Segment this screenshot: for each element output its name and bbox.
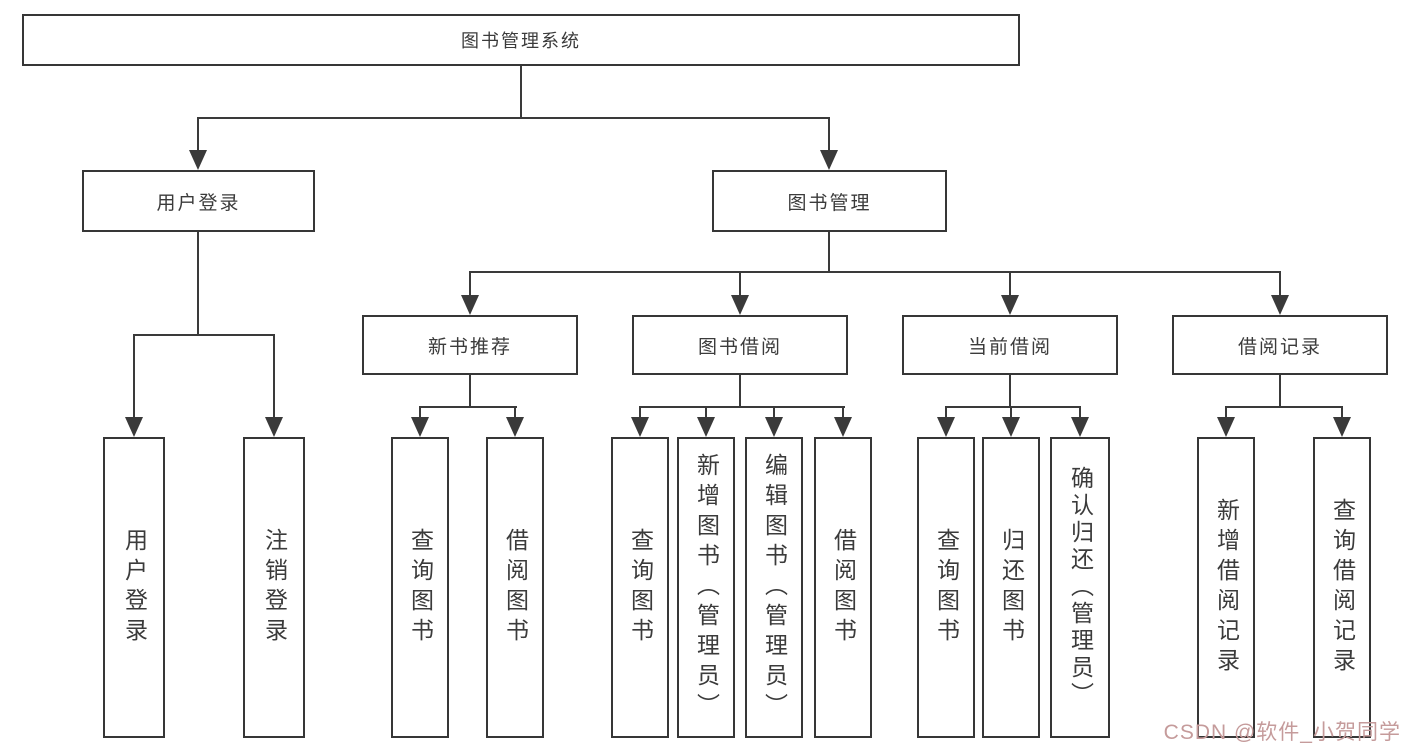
connector-line xyxy=(197,118,199,152)
node-leaf-query-books-3: 查询图书 xyxy=(917,437,975,738)
connector-line xyxy=(469,271,1281,273)
node-label: 查询图书 xyxy=(627,527,654,648)
node-label: 新书推荐 xyxy=(427,336,512,358)
connector-line xyxy=(1279,272,1281,298)
node-leaf-add-borrow-record: 新增借阅记录 xyxy=(1197,437,1255,738)
connector-line xyxy=(739,375,741,408)
arrow-down-icon xyxy=(265,417,283,437)
arrow-down-icon xyxy=(411,417,429,437)
node-section-borrow-records: 借阅记录 xyxy=(1172,315,1388,375)
arrow-down-icon xyxy=(125,417,143,437)
node-leaf-borrow-books-1: 借阅图书 xyxy=(486,437,544,738)
node-leaf-user-login: 用户登录 xyxy=(103,437,165,738)
arrow-down-icon xyxy=(1071,417,1089,437)
connector-line xyxy=(520,66,522,118)
connector-line xyxy=(1010,407,1012,420)
connector-line xyxy=(419,406,517,408)
csdn-watermark: CSDN @软件_小贺同学 xyxy=(1163,721,1401,744)
node-branch-user-login: 用户登录 xyxy=(82,170,315,232)
connector-line xyxy=(514,407,516,420)
node-label: 编辑图书（管理员） xyxy=(761,452,788,723)
connector-line xyxy=(639,407,641,420)
arrow-down-icon xyxy=(937,417,955,437)
connector-line xyxy=(705,407,707,420)
arrow-down-icon xyxy=(820,150,838,170)
node-label: 归还图书 xyxy=(998,527,1025,648)
node-label: 查询借阅记录 xyxy=(1329,497,1356,678)
connector-line xyxy=(1225,406,1343,408)
node-label: 用户登录 xyxy=(121,527,148,648)
node-label: 查询图书 xyxy=(933,527,960,648)
node-label: 新增借阅记录 xyxy=(1213,497,1240,678)
node-section-current-borrow: 当前借阅 xyxy=(902,315,1118,375)
node-label: 图书管理 xyxy=(787,192,872,214)
connector-line xyxy=(945,406,1081,408)
node-leaf-confirm-return-admin: 确认归还（管理员） xyxy=(1050,437,1110,738)
node-label: 确认归还（管理员） xyxy=(1067,466,1094,709)
node-label: 注销登录 xyxy=(261,527,288,648)
node-leaf-query-books-1: 查询图书 xyxy=(391,437,449,738)
connector-line xyxy=(1225,407,1227,420)
node-label: 图书借阅 xyxy=(697,336,782,358)
arrow-down-icon xyxy=(506,417,524,437)
node-label: 查询图书 xyxy=(407,527,434,648)
connector-line xyxy=(197,117,830,119)
arrow-down-icon xyxy=(1001,295,1019,315)
node-root-system: 图书管理系统 xyxy=(22,14,1020,66)
node-leaf-return-books: 归还图书 xyxy=(982,437,1040,738)
node-leaf-logout: 注销登录 xyxy=(243,437,305,738)
arrow-down-icon xyxy=(631,417,649,437)
connector-line xyxy=(1009,272,1011,298)
connector-line xyxy=(1341,407,1343,420)
connector-line xyxy=(273,335,275,420)
connector-line xyxy=(133,335,135,420)
node-label: 图书管理系统 xyxy=(461,31,581,51)
connector-line xyxy=(419,407,421,420)
node-section-new-books: 新书推荐 xyxy=(362,315,578,375)
arrow-down-icon xyxy=(1217,417,1235,437)
connector-line xyxy=(842,407,844,420)
connector-line xyxy=(773,407,775,420)
connector-line xyxy=(1079,407,1081,420)
arrow-down-icon xyxy=(189,150,207,170)
arrow-down-icon xyxy=(1002,417,1020,437)
connector-line xyxy=(828,232,830,273)
connector-line xyxy=(133,334,275,336)
node-label: 借阅图书 xyxy=(830,527,857,648)
connector-line xyxy=(828,118,830,152)
connector-line xyxy=(469,272,471,298)
node-label: 借阅图书 xyxy=(502,527,529,648)
arrow-down-icon xyxy=(461,295,479,315)
node-leaf-add-books-admin: 新增图书（管理员） xyxy=(677,437,735,738)
node-leaf-borrow-books-2: 借阅图书 xyxy=(814,437,872,738)
arrow-down-icon xyxy=(1271,295,1289,315)
connector-line xyxy=(197,232,199,336)
connector-line xyxy=(1009,375,1011,408)
arrow-down-icon xyxy=(834,417,852,437)
arrow-down-icon xyxy=(765,417,783,437)
node-label: 新增图书（管理员） xyxy=(693,452,720,723)
node-label: 用户登录 xyxy=(156,192,241,214)
node-leaf-query-books-2: 查询图书 xyxy=(611,437,669,738)
connector-line xyxy=(469,375,471,408)
node-label: 当前借阅 xyxy=(967,336,1052,358)
connector-line xyxy=(945,407,947,420)
arrow-down-icon xyxy=(731,295,749,315)
node-section-book-borrow: 图书借阅 xyxy=(632,315,848,375)
node-branch-book-management: 图书管理 xyxy=(712,170,947,232)
arrow-down-icon xyxy=(697,417,715,437)
connector-line xyxy=(639,406,845,408)
node-leaf-query-borrow-record: 查询借阅记录 xyxy=(1313,437,1371,738)
node-label: 借阅记录 xyxy=(1237,336,1322,358)
arrow-down-icon xyxy=(1333,417,1351,437)
connector-line xyxy=(1279,375,1281,408)
node-leaf-edit-books-admin: 编辑图书（管理员） xyxy=(745,437,803,738)
connector-line xyxy=(739,272,741,298)
